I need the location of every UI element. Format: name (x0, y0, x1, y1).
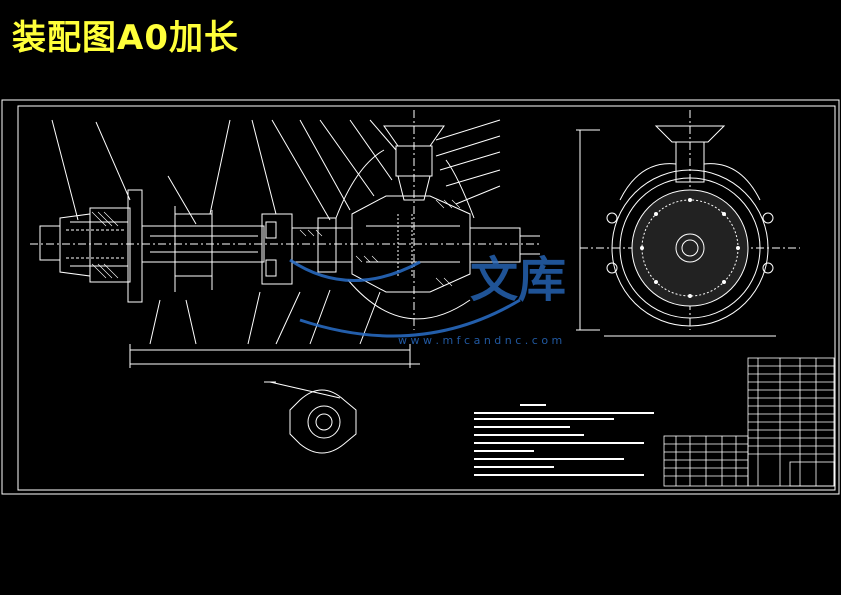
watermark-url: w w w . m f c a n d n c . c o m (398, 334, 563, 347)
outer-border (1, 99, 840, 495)
parts-list-table (663, 357, 835, 487)
detail-view (264, 381, 357, 454)
inner-border (17, 105, 836, 491)
side-view (576, 110, 800, 337)
section-hatching (91, 199, 461, 287)
watermark-logo (289, 258, 521, 338)
side-view-bolt-holes (640, 198, 740, 298)
main-section-view (30, 110, 540, 368)
page-title: 装配图A0加长 (12, 18, 239, 58)
watermark-text: 文库 (470, 252, 567, 308)
technical-notes (474, 404, 654, 476)
